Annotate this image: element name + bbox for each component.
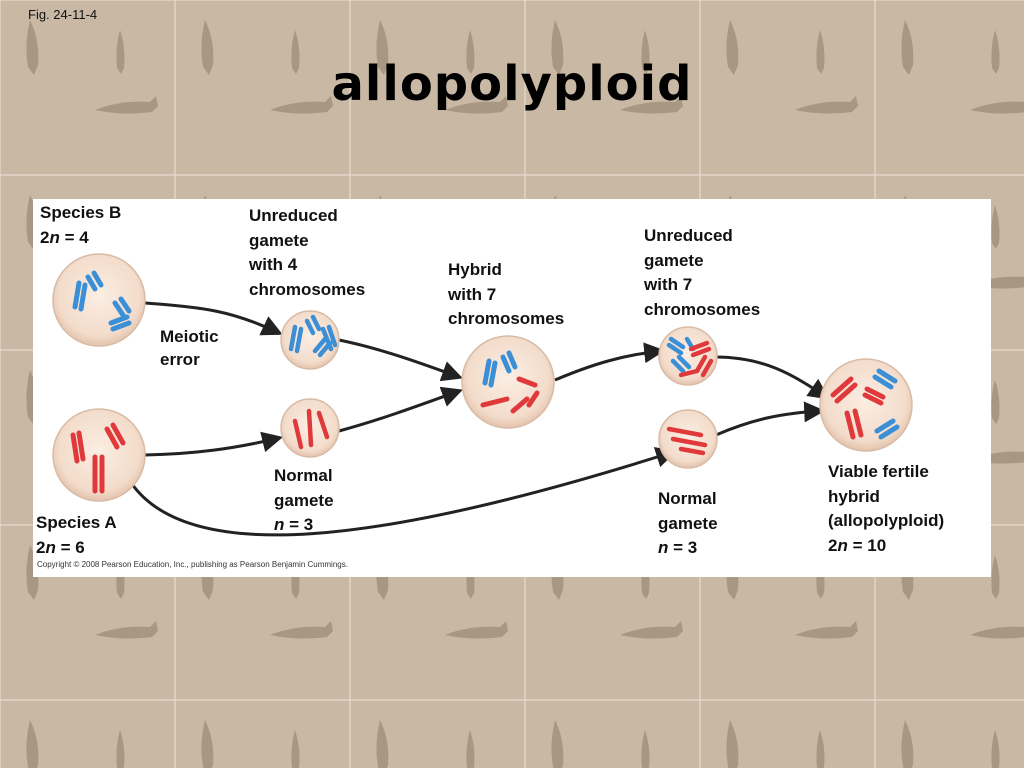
species-a-name: Species A [36,513,117,532]
unreduced-gamete-4-cell [280,310,340,370]
species-b-chromosome-count: 2n = 4 [40,227,89,247]
copyright-notice: Copyright © 2008 Pearson Education, Inc.… [37,560,348,569]
arrow-speciesb-to-unreduced-gamete [144,301,283,336]
species-a-cell [52,408,146,502]
hybrid-cell [461,335,555,429]
species-a-label: Species A 2n = 6 [36,511,117,560]
normal-gamete-1-label: Normal gamete n = 3 [274,466,334,534]
arrow-normal-gamete-2-to-viable-hybrid [715,401,826,437]
arrow-unreduced-gamete-7-to-viable-hybrid [714,355,830,400]
normal-gamete-2-label: Normal gamete n = 3 [658,489,718,557]
viable-hybrid-label: Viable fertile hybrid (allopolyploid) 2n… [828,462,945,555]
diagram-panel: Species B 2n = 4 Species A 2n = 6 Meioti… [33,199,991,577]
arrow-hybrid-to-unreduced-gamete-7 [554,342,666,382]
unreduced-gamete-4-label: Unreduced gamete with 4 chromosomes [249,206,366,299]
viable-hybrid-cell [819,358,913,452]
normal-gamete-1-cell [280,398,340,458]
arrow-unreduced-gamete-to-hybrid [338,338,463,382]
species-a-chromosome-count: 2n = 6 [36,537,85,557]
arrow-speciesa-to-normal-gamete [144,431,284,457]
meiotic-error-label: Meiotic error [160,327,219,369]
figure-label: Fig. 24-11-4 [28,7,98,22]
species-b-cell [52,253,146,347]
normal-gamete-2-cell [658,409,718,469]
unreduced-gamete-7-label: Unreduced gamete with 7 chromosomes [644,226,761,319]
arrow-speciesa-to-normal-gamete-2 [126,447,678,537]
allopolyploid-diagram [52,253,913,537]
unreduced-gamete-7-cell [658,326,718,386]
slide-title: allopolyploid [331,56,693,112]
arrow-normal-gamete-to-hybrid [338,386,463,433]
hybrid-label: Hybrid with 7 chromosomes [448,260,565,328]
species-b-name: Species B [40,203,122,222]
species-b-label: Species B 2n = 4 [40,201,121,250]
